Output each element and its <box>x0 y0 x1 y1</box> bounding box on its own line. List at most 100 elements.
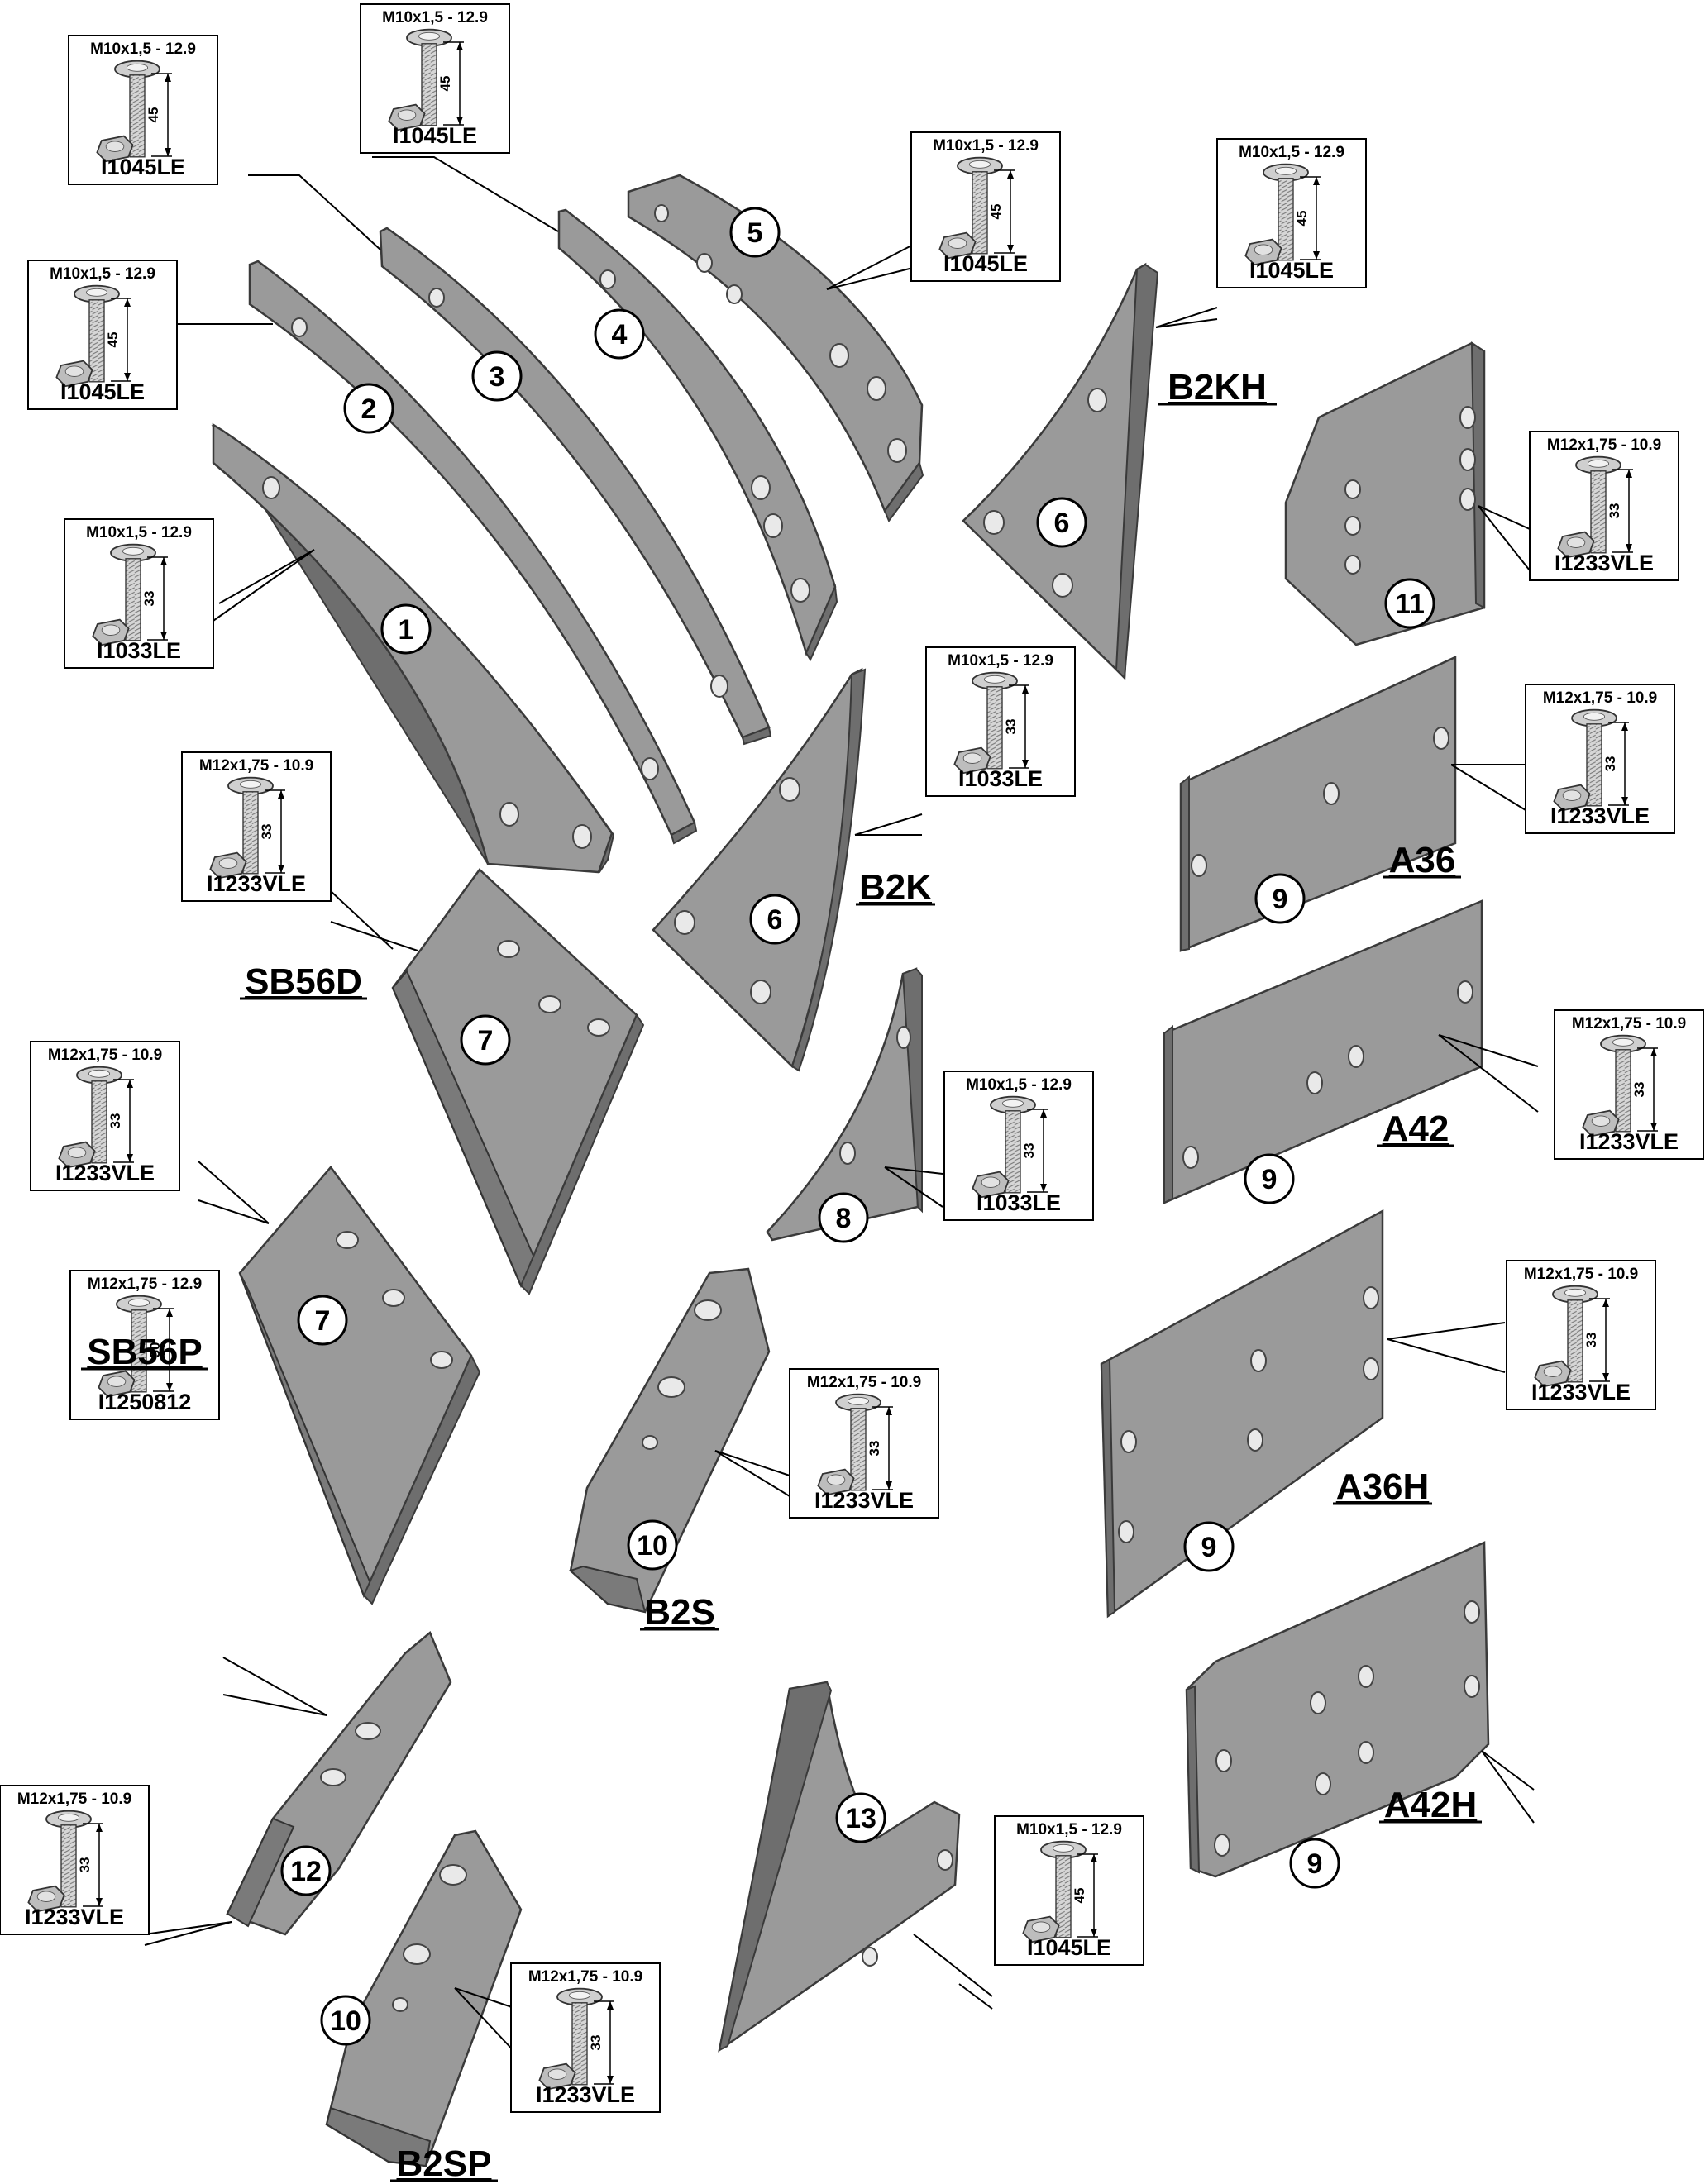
part-number-text: 7 <box>478 1025 494 1056</box>
part-number-text: 11 <box>1395 589 1425 620</box>
bolt-spec: M12x1,75 - 10.9 <box>1543 689 1657 707</box>
bolt-spec: M10x1,5 - 12.9 <box>50 265 155 283</box>
part-9-a36h-plate <box>1100 1209 1384 1619</box>
model-label-b2k: B2K <box>859 867 932 908</box>
bolt-length: 33 <box>141 591 157 607</box>
part-number-6: 6 <box>1036 497 1087 548</box>
bolt-length: 45 <box>105 332 121 348</box>
part-number-text: 2 <box>361 393 377 425</box>
bolt-length: 33 <box>1021 1143 1037 1159</box>
part-2-shin <box>248 260 698 845</box>
part-6-b2k-wing <box>652 667 867 1072</box>
bolt-spec: M10x1,5 - 12.9 <box>933 137 1039 155</box>
part-9-a42h-plate <box>1185 1541 1490 1878</box>
bolt-length: 45 <box>437 76 453 92</box>
part-5-shin <box>627 174 924 523</box>
bolt-length: 33 <box>1583 1333 1599 1348</box>
part-number-1: 1 <box>380 603 432 655</box>
bolt-spec: M12x1,75 - 10.9 <box>17 1791 131 1808</box>
bolt-length: 45 <box>1072 1888 1087 1904</box>
part-number-10: 10 <box>320 1995 371 2046</box>
bolt-length: 33 <box>1602 756 1618 772</box>
part-number-4: 4 <box>594 308 645 360</box>
part-9-a36-plate <box>1179 656 1457 952</box>
bolt-code: I1233VLE <box>1579 1129 1679 1154</box>
bolt-length: 33 <box>107 1113 123 1129</box>
bolt-spec: M12x1,75 - 10.9 <box>199 757 313 775</box>
bolt-spec: M10x1,5 - 12.9 <box>1239 144 1344 161</box>
part-number-11: 11 <box>1384 578 1435 629</box>
part-9-a42-plate <box>1163 899 1483 1204</box>
part-number-13: 13 <box>835 1792 886 1843</box>
bolt-spec: M12x1,75 - 12.9 <box>88 1276 202 1293</box>
part-number-text: 7 <box>315 1305 331 1337</box>
part-number-10: 10 <box>627 1519 678 1571</box>
bolt-spec: M10x1,5 - 12.9 <box>948 652 1053 670</box>
part-number-text: 9 <box>1262 1164 1278 1195</box>
part-number-9: 9 <box>1244 1153 1295 1204</box>
part-number-3: 3 <box>471 350 523 402</box>
bolt-code: I1233VLE <box>1555 551 1654 575</box>
part-number-7: 7 <box>297 1295 348 1346</box>
bolt-code: I1033LE <box>97 638 181 663</box>
bolt-code: I1233VLE <box>1550 804 1650 828</box>
bolt-box-frame <box>994 1815 1144 1966</box>
model-label-b2s: B2S <box>644 1592 715 1633</box>
part-number-text: 10 <box>637 1530 668 1562</box>
bolt-length: 33 <box>1631 1082 1647 1098</box>
part-number-text: 5 <box>747 217 763 249</box>
bolt-length: 45 <box>1294 211 1310 227</box>
bolt-spec: M10x1,5 - 12.9 <box>86 524 192 541</box>
bolt-code: I1250812 <box>98 1390 192 1414</box>
bolt-code: I1045LE <box>393 123 477 148</box>
bolt-spec: M10x1,5 - 12.9 <box>382 9 488 26</box>
model-label-sb56d: SB56D <box>245 961 362 1002</box>
part-number-7: 7 <box>460 1014 511 1066</box>
bolt-spec: M12x1,75 - 10.9 <box>1524 1266 1638 1283</box>
bolt-length: 33 <box>1003 719 1019 735</box>
part-4-shin <box>557 208 838 662</box>
bolt-code: I1233VLE <box>55 1161 155 1185</box>
bolt-code: I1045LE <box>943 251 1028 276</box>
bolt-code: I1045LE <box>60 379 145 404</box>
bolt-length: 50 <box>147 1342 163 1358</box>
bolt-spec: M12x1,75 - 10.9 <box>1572 1015 1686 1032</box>
part-7-sb56p-share <box>238 1166 481 1605</box>
bolt-length: 33 <box>77 1857 93 1873</box>
part-number-text: 6 <box>767 904 783 936</box>
model-label-a42h: A42H <box>1384 1785 1478 1825</box>
bolt-code: I1233VLE <box>1531 1380 1631 1404</box>
part-number-9: 9 <box>1289 1838 1340 1889</box>
part-number-text: 6 <box>1054 508 1070 539</box>
part-number-text: 9 <box>1273 884 1288 915</box>
model-label-a36: A36 <box>1389 840 1456 880</box>
part-number-6: 6 <box>749 894 800 945</box>
bolt-code: I1233VLE <box>536 2082 635 2107</box>
model-label-a42: A42 <box>1383 1109 1449 1149</box>
model-label-sb56p: SB56P <box>87 1332 202 1372</box>
part-number-text: 10 <box>330 2005 361 2037</box>
part-6-b2kh-wing <box>962 262 1159 680</box>
bolt-length: 45 <box>988 204 1004 220</box>
part-number-text: 12 <box>290 1856 322 1887</box>
part-number-text: 1 <box>399 614 414 646</box>
part-number-9: 9 <box>1183 1521 1235 1572</box>
bolt-spec: M12x1,75 - 10.9 <box>528 1968 642 1986</box>
part-number-8: 8 <box>818 1192 869 1243</box>
bolt-length: 33 <box>588 2035 604 2051</box>
